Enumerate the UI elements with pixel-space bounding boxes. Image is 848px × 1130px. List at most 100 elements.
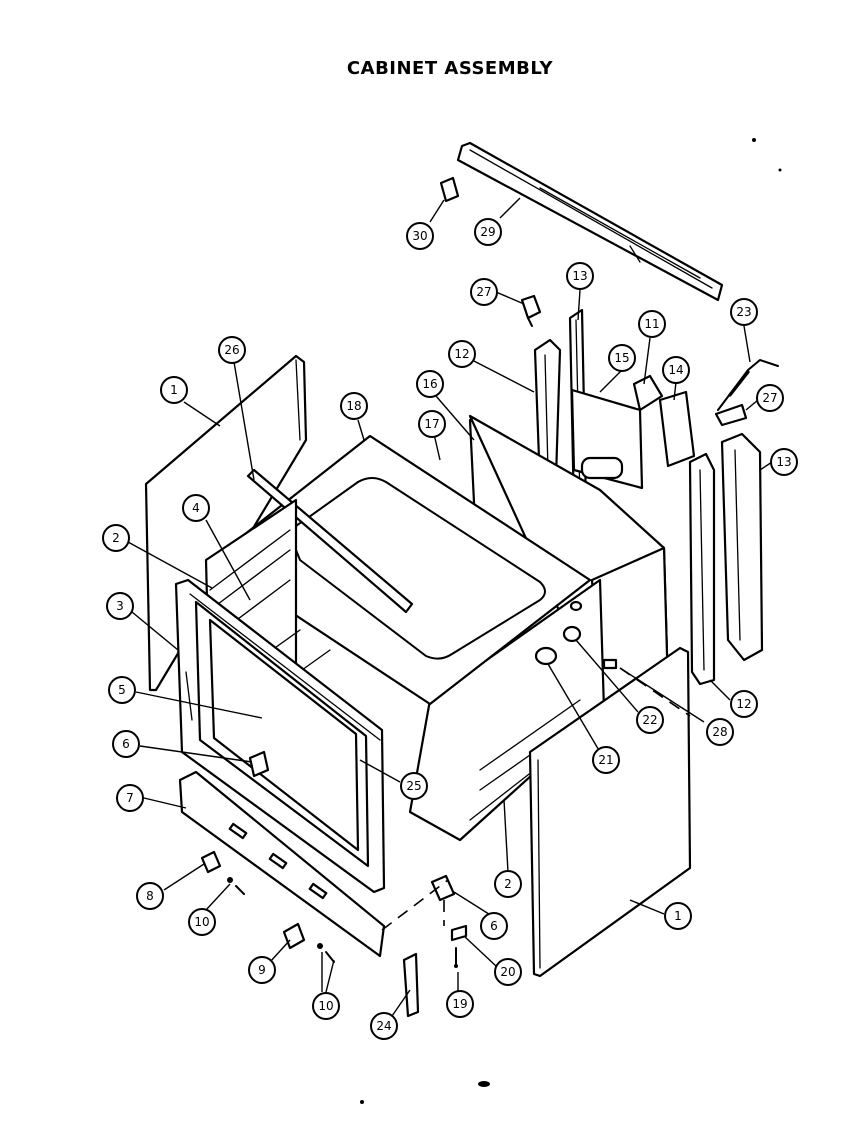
part-hardware-20 <box>450 924 468 942</box>
callout-18: 18 <box>340 392 368 420</box>
callout-13-upper: 13 <box>566 262 594 290</box>
part-leveling-leg-front <box>200 850 222 874</box>
callout-17: 17 <box>418 410 446 438</box>
svg-text:1: 1 <box>170 383 178 397</box>
page-title: CABINET ASSEMBLY <box>346 58 554 79</box>
svg-text:18: 18 <box>346 399 361 413</box>
svg-text:8: 8 <box>146 889 154 903</box>
svg-text:3: 3 <box>116 599 124 613</box>
callout-13-right: 13 <box>770 448 798 476</box>
svg-text:15: 15 <box>614 351 629 365</box>
callout-15: 15 <box>608 344 636 372</box>
callout-7: 7 <box>116 784 144 812</box>
part-side-channel-left <box>533 338 562 488</box>
part-wire-harness <box>717 359 779 411</box>
part-knob-21 <box>534 646 558 666</box>
svg-text:27: 27 <box>476 285 491 299</box>
callout-16: 16 <box>416 370 444 398</box>
svg-text:9: 9 <box>258 963 266 977</box>
callout-1-right: 1 <box>664 902 692 930</box>
callout-30: 30 <box>406 222 434 250</box>
svg-text:2: 2 <box>504 877 512 891</box>
part-angle-bracket <box>632 374 664 412</box>
assembly-lines <box>381 667 691 931</box>
stray-mark-4 <box>360 1100 364 1104</box>
svg-text:20: 20 <box>500 965 515 979</box>
svg-text:28: 28 <box>712 725 727 739</box>
callout-4: 4 <box>182 494 210 522</box>
part-small-card <box>439 176 460 203</box>
svg-text:21: 21 <box>598 753 613 767</box>
part-bracket-upper <box>520 294 542 327</box>
stray-mark-3 <box>478 1081 490 1087</box>
svg-text:12: 12 <box>454 347 469 361</box>
svg-text:24: 24 <box>376 1019 391 1033</box>
callout-2-right: 2 <box>494 870 522 898</box>
part-screws-lower <box>317 943 335 963</box>
callout-2-left: 2 <box>102 524 130 552</box>
part-inner-frame <box>208 618 360 852</box>
callout-27-right: 27 <box>756 384 784 412</box>
callout-22: 22 <box>636 706 664 734</box>
svg-text:17: 17 <box>424 417 439 431</box>
svg-text:30: 30 <box>412 229 427 243</box>
part-leveling-leg-rear <box>282 922 306 950</box>
svg-text:6: 6 <box>122 737 130 751</box>
svg-text:10: 10 <box>318 999 333 1013</box>
svg-text:7: 7 <box>126 791 134 805</box>
part-lower-bracket <box>402 952 420 1018</box>
svg-text:16: 16 <box>422 377 437 391</box>
callout-6-right: 6 <box>480 912 508 940</box>
svg-text:13: 13 <box>572 269 587 283</box>
callout-9: 9 <box>248 956 276 984</box>
part-rear-vent-panel <box>570 388 644 490</box>
callout-8: 8 <box>136 882 164 910</box>
svg-text:1: 1 <box>674 909 682 923</box>
svg-text:2: 2 <box>112 531 120 545</box>
svg-text:25: 25 <box>406 779 421 793</box>
part-rear-column-right <box>720 432 764 662</box>
part-small-fitting-28 <box>602 658 618 670</box>
part-bracket-right <box>714 403 748 427</box>
callout-26: 26 <box>218 336 246 364</box>
part-hinge-right <box>430 874 456 902</box>
callout-5: 5 <box>108 676 136 704</box>
part-side-channel-right <box>688 452 716 686</box>
part-top-panel <box>210 434 592 706</box>
callout-21: 21 <box>592 746 620 774</box>
callout-24: 24 <box>370 1012 398 1040</box>
callout-12-upper: 12 <box>448 340 476 368</box>
part-knob-22 <box>562 600 583 643</box>
callout-28: 28 <box>706 718 734 746</box>
svg-text:29: 29 <box>480 225 495 239</box>
part-top-trim <box>456 141 724 302</box>
svg-text:10: 10 <box>194 915 209 929</box>
svg-text:19: 19 <box>452 997 467 1011</box>
callout-10-upper: 10 <box>188 908 216 936</box>
svg-text:5: 5 <box>118 683 126 697</box>
svg-text:23: 23 <box>736 305 751 319</box>
part-duct-cover <box>658 390 696 468</box>
svg-text:4: 4 <box>192 501 200 515</box>
svg-text:27: 27 <box>762 391 777 405</box>
callout-23: 23 <box>730 298 758 326</box>
svg-text:13: 13 <box>776 455 791 469</box>
svg-text:22: 22 <box>642 713 657 727</box>
callout-10-lower: 10 <box>312 992 340 1020</box>
callout-12-lower: 12 <box>730 690 758 718</box>
part-hinge-left <box>248 750 270 778</box>
callout-3: 3 <box>106 592 134 620</box>
stray-mark <box>752 138 756 142</box>
svg-text:11: 11 <box>644 317 659 331</box>
callout-1-left: 1 <box>160 376 188 404</box>
callout-11: 11 <box>638 310 666 338</box>
part-hardware-19 <box>454 947 458 968</box>
part-screws-upper <box>227 877 245 895</box>
svg-text:14: 14 <box>668 363 683 377</box>
leader-lines <box>127 197 773 1017</box>
callout-27-upper: 27 <box>470 278 498 306</box>
svg-text:12: 12 <box>736 697 751 711</box>
callout-14: 14 <box>662 356 690 384</box>
